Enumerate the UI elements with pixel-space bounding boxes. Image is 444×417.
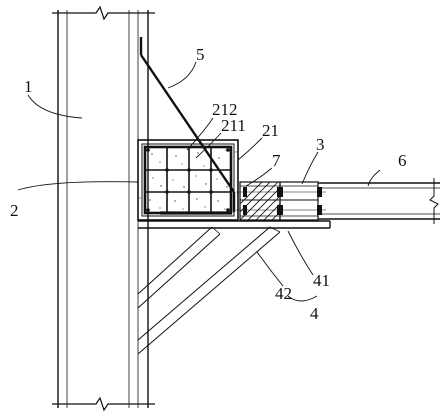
label-211: 211 (221, 116, 246, 135)
concrete-block (137, 139, 239, 221)
diagonal-brace (137, 226, 281, 355)
callout-labels: 1 2 3 4 5 6 7 21 41 42 211 212 (10, 45, 407, 323)
anchor-bar (139, 37, 236, 212)
label-6: 6 (398, 151, 407, 170)
bolts (236, 187, 326, 215)
break-symbol-top (52, 5, 155, 21)
label-21: 21 (262, 121, 279, 140)
connection-plate (240, 181, 319, 221)
label-7: 7 (272, 151, 281, 170)
label-42: 42 (275, 284, 292, 303)
bracket-platform (138, 220, 331, 229)
break-symbol-bottom (52, 396, 155, 412)
leader-lines (17, 61, 381, 302)
column (57, 10, 149, 408)
label-4: 4 (310, 304, 319, 323)
rebar-nodes (146, 148, 230, 212)
label-3: 3 (316, 135, 325, 154)
label-5: 5 (196, 45, 205, 64)
label-1: 1 (24, 77, 33, 96)
concrete-speckle (139, 149, 237, 210)
label-41: 41 (313, 271, 330, 290)
label-2: 2 (10, 201, 19, 220)
beam (318, 178, 440, 224)
label-212: 212 (212, 100, 238, 119)
